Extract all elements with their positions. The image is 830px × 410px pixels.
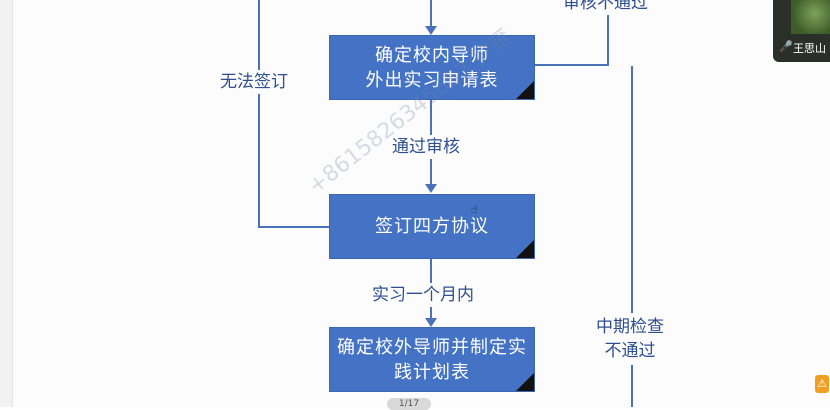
- midterm-line2: 不通过: [604, 341, 656, 361]
- connector-left-horizontal: [258, 226, 330, 228]
- flow-box-sign-agreement: 签订四方协议: [329, 194, 535, 259]
- page-indicator[interactable]: 1/17: [387, 398, 431, 410]
- connector-right-horizontal: [533, 64, 609, 66]
- label-review-fail: 审核不通过: [561, 0, 650, 15]
- flow-box-internal-mentor: 确定校内导师 外出实习申请表: [329, 35, 535, 100]
- connector-left-vertical: [258, 0, 260, 228]
- box3-line1: 确定校外导师并制定实: [337, 336, 527, 358]
- flow-box-external-mentor: 确定校外导师并制定实 践计划表: [329, 327, 535, 392]
- label-pass-review: 通过审核: [390, 135, 462, 159]
- connector-right-vertical: [607, 0, 609, 66]
- connector-top-center: [430, 0, 432, 28]
- app-badge-icon[interactable]: ⚠: [815, 375, 829, 393]
- box3-line2: 践计划表: [394, 361, 470, 383]
- hand-cursor-icon: ☝: [471, 203, 478, 216]
- participant-avatar: [791, 0, 830, 34]
- arrow-into-box2: [425, 184, 437, 193]
- box-corner-triangle: [516, 373, 534, 391]
- box1-line2: 外出实习申请表: [365, 69, 499, 91]
- box2-line1: 签订四方协议: [375, 216, 489, 237]
- label-midterm-check: 中期检查 不通过: [592, 313, 668, 365]
- scroll-strip[interactable]: [0, 0, 13, 407]
- microphone-icon: 🎤: [779, 40, 793, 53]
- connector-far-right: [631, 66, 633, 407]
- video-participant-tile[interactable]: 🎤 王思山: [773, 0, 830, 62]
- midterm-line1: 中期检查: [596, 317, 664, 337]
- label-no-sign: 无法签订: [218, 70, 290, 94]
- arrow-into-box3: [425, 318, 437, 327]
- box-corner-triangle: [516, 81, 534, 99]
- arrow-into-box1: [425, 26, 437, 35]
- label-within-month: 实习一个月内: [370, 283, 476, 307]
- box1-line1: 确定校内导师: [375, 44, 489, 66]
- box-corner-triangle: [516, 240, 534, 258]
- participant-name: 王思山: [793, 42, 826, 55]
